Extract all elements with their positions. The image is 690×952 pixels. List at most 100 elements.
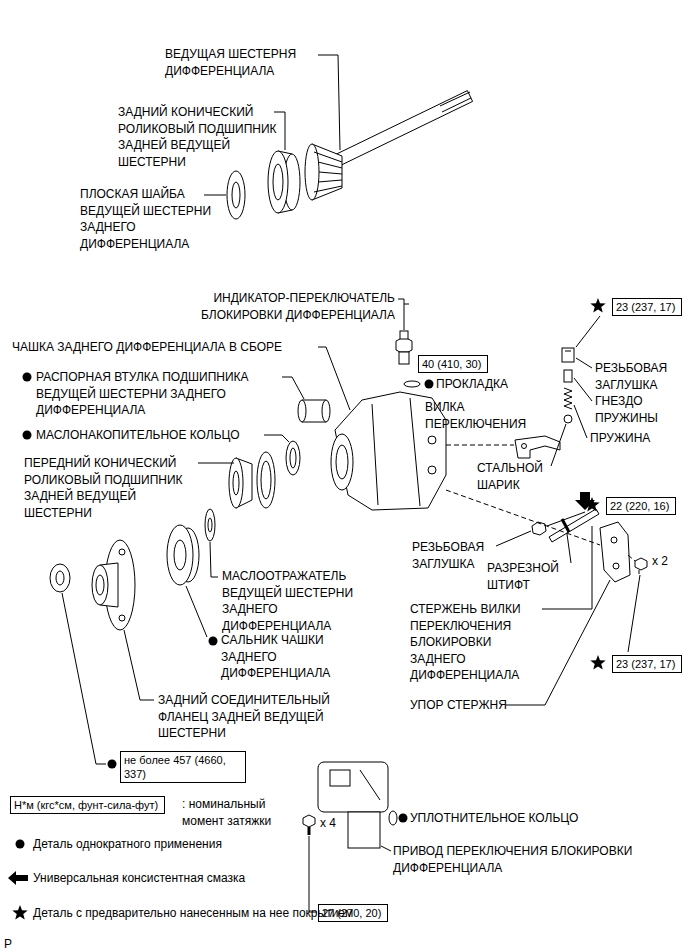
part-label-holder: РАСПОРНАЯ ВТУЛКА ПОДШИПНИКА ВЕДУЩЕЙ ШЕСТ… — [36, 369, 276, 419]
fork-hole — [522, 444, 527, 449]
carrier-neck — [331, 434, 353, 490]
actuator-detail — [360, 770, 380, 800]
part-label: ГНЕЗДО ПРУЖИНЫ — [595, 394, 658, 425]
assembly-line — [446, 445, 514, 446]
precoat-star — [590, 298, 605, 313]
part-label-holder: ЗАДНИЙ СОЕДИНИТЕЛЬНЫЙ ФЛАНЕЦ ЗАДНЕЙ ВЕДУ… — [158, 692, 348, 742]
part-label-holder: ПРОКЛАДКА — [436, 376, 508, 393]
torque-box: 23 (237, 17) — [612, 655, 682, 673]
oil-deflector-hole — [208, 518, 212, 532]
carrier-boss — [428, 466, 436, 474]
torque-value: Н*м (кгс*см, фунт-сила-фут) — [14, 798, 161, 812]
bearing-spacer-end — [298, 400, 306, 422]
legend-text: Деталь с предварительно нанесенным на не… — [33, 906, 353, 920]
legend-text: Универсальная консистентная смазка — [33, 871, 245, 885]
part-label: P — [4, 937, 12, 951]
one-time-bullet — [209, 637, 218, 646]
part-label-holder: x 4 — [320, 815, 336, 832]
carrier-rib — [372, 404, 378, 505]
part-label: ЧАШКА ЗАДНЕГО ДИФФЕРЕНЦИАЛА В СБОРЕ — [12, 340, 282, 354]
leader-line — [567, 534, 571, 563]
o-ring — [389, 811, 397, 825]
pinion-spline — [440, 92, 470, 106]
part-label-holder: МАСЛООТРАЖАТЕЛЬ ВЕДУЩЕЙ ШЕСТЕРНИ ЗАДНЕГО… — [222, 568, 372, 634]
part-label-holder: ПРУЖИНА — [590, 430, 650, 447]
legend-entry: Универсальная консистентная смазка — [33, 870, 245, 886]
bolt-shaft — [639, 570, 640, 574]
shift-fork — [515, 436, 560, 458]
plug-slot — [565, 351, 571, 352]
leader-line — [124, 630, 154, 700]
gear-tooth — [318, 162, 342, 168]
one-time-bullet — [23, 431, 32, 440]
part-label-holder: СТЕРЖЕНЬ ВИЛКИ ПЕРЕКЛЮЧЕНИЯ БЛОКИРОВКИ З… — [410, 601, 538, 684]
stopper-hole — [611, 537, 617, 543]
flange-hub-face — [92, 565, 108, 605]
legend-entry: Деталь однократного применения — [33, 836, 222, 852]
part-label-holder: x 2 — [652, 553, 668, 570]
part-label: ЗАДНИЙ СОЕДИНИТЕЛЬНЫЙ ФЛАНЕЦ ЗАДНЕЙ ВЕДУ… — [158, 693, 330, 740]
part-label-holder: P — [4, 936, 12, 952]
rear-bearing-bore — [273, 164, 283, 200]
part-label-holder: ПРИВОД ПЕРЕКЛЮЧЕНИЯ БЛОКИРОВКИ ДИФФЕРЕНЦ… — [393, 843, 668, 876]
torque-box: 40 (410, 30) — [418, 355, 488, 373]
part-label: РАЗРЕЗНОЙ ШТИФТ — [487, 561, 559, 592]
gasket — [404, 381, 420, 387]
torque-value: 23 (237, 17) — [616, 300, 678, 314]
leader-line — [576, 358, 592, 368]
actuator-lower — [348, 812, 380, 848]
rod-stopper — [600, 522, 630, 582]
leader-line — [282, 377, 304, 399]
torque-value: не более 457 (4660, 337) — [124, 753, 240, 781]
part-label-holder: ПЕРЕДНИЙ КОНИЧЕСКИЙ РОЛИКОВЫЙ ПОДШИПНИК … — [24, 455, 196, 521]
leader-line — [309, 836, 317, 912]
steel-ball — [564, 415, 572, 423]
part-label-holder: ЧАШКА ЗАДНЕГО ДИФФЕРЕНЦИАЛА В СБОРЕ — [12, 339, 282, 356]
legend-star — [12, 905, 27, 920]
leader-line — [204, 195, 226, 196]
nut — [50, 564, 70, 592]
part-label-holder: УПОР СТЕРЖНЯ — [410, 697, 507, 714]
front-bearing-cup — [257, 452, 275, 508]
leader-line — [551, 424, 566, 466]
torque-box: 22 (220, 16) — [606, 497, 676, 515]
carrier-rib — [410, 398, 420, 506]
part-label-holder: ВИЛКА ПЕРЕКЛЮЧЕНИЯ — [425, 399, 537, 432]
part-label-holder: РАЗРЕЗНОЙ ШТИФТ — [487, 560, 577, 593]
front-bearing-cup-bore — [261, 461, 271, 499]
part-label: ПЕРЕДНИЙ КОНИЧЕСКИЙ РОЛИКОВЫЙ ПОДШИПНИК … — [24, 456, 183, 520]
one-time-bullet — [108, 760, 117, 769]
slotted-pin — [562, 519, 569, 532]
part-label: МАСЛОНАКОПИТЕЛЬНОЕ КОЛЬЦО — [36, 428, 240, 442]
bearing-spacer-end — [322, 400, 330, 422]
oil-deflector — [205, 509, 215, 541]
leader-line — [264, 435, 289, 442]
leader-line — [186, 586, 207, 637]
bolt-shaft — [308, 827, 311, 835]
spring — [564, 388, 572, 409]
switch-thread — [399, 352, 409, 364]
leader-line — [318, 55, 340, 150]
leader-line — [574, 378, 592, 401]
part-label: УПЛОТНИТЕЛЬНОЕ КОЛЬЦО — [410, 811, 578, 825]
carrier-bore — [336, 445, 348, 479]
actuator-connector — [330, 770, 350, 786]
one-time-bullet — [23, 373, 32, 382]
bolt — [635, 558, 647, 570]
oil-seal — [167, 525, 193, 585]
oil-ring — [286, 441, 300, 475]
flange-hole — [119, 549, 125, 555]
part-label: ПРОКЛАДКА — [436, 377, 508, 391]
gear-tooth — [314, 152, 342, 162]
legend-text: Деталь однократного применения — [33, 837, 222, 851]
gear-tooth — [318, 180, 342, 182]
part-label: УПОР СТЕРЖНЯ — [410, 698, 507, 712]
part-label-holder: САЛЬНИК ЧАШКИ ЗАДНЕГО ДИФФЕРЕНЦИАЛА — [221, 632, 351, 682]
bolt — [303, 815, 315, 827]
oil-ring-hole — [290, 448, 296, 468]
part-label-holder: ГНЕЗДО ПРУЖИНЫ — [595, 393, 687, 426]
carrier-boss — [428, 436, 436, 444]
part-label: РАСПОРНАЯ ВТУЛКА ПОДШИПНИКА ВЕДУЩЕЙ ШЕСТ… — [36, 370, 249, 417]
screw-plug — [532, 522, 546, 535]
